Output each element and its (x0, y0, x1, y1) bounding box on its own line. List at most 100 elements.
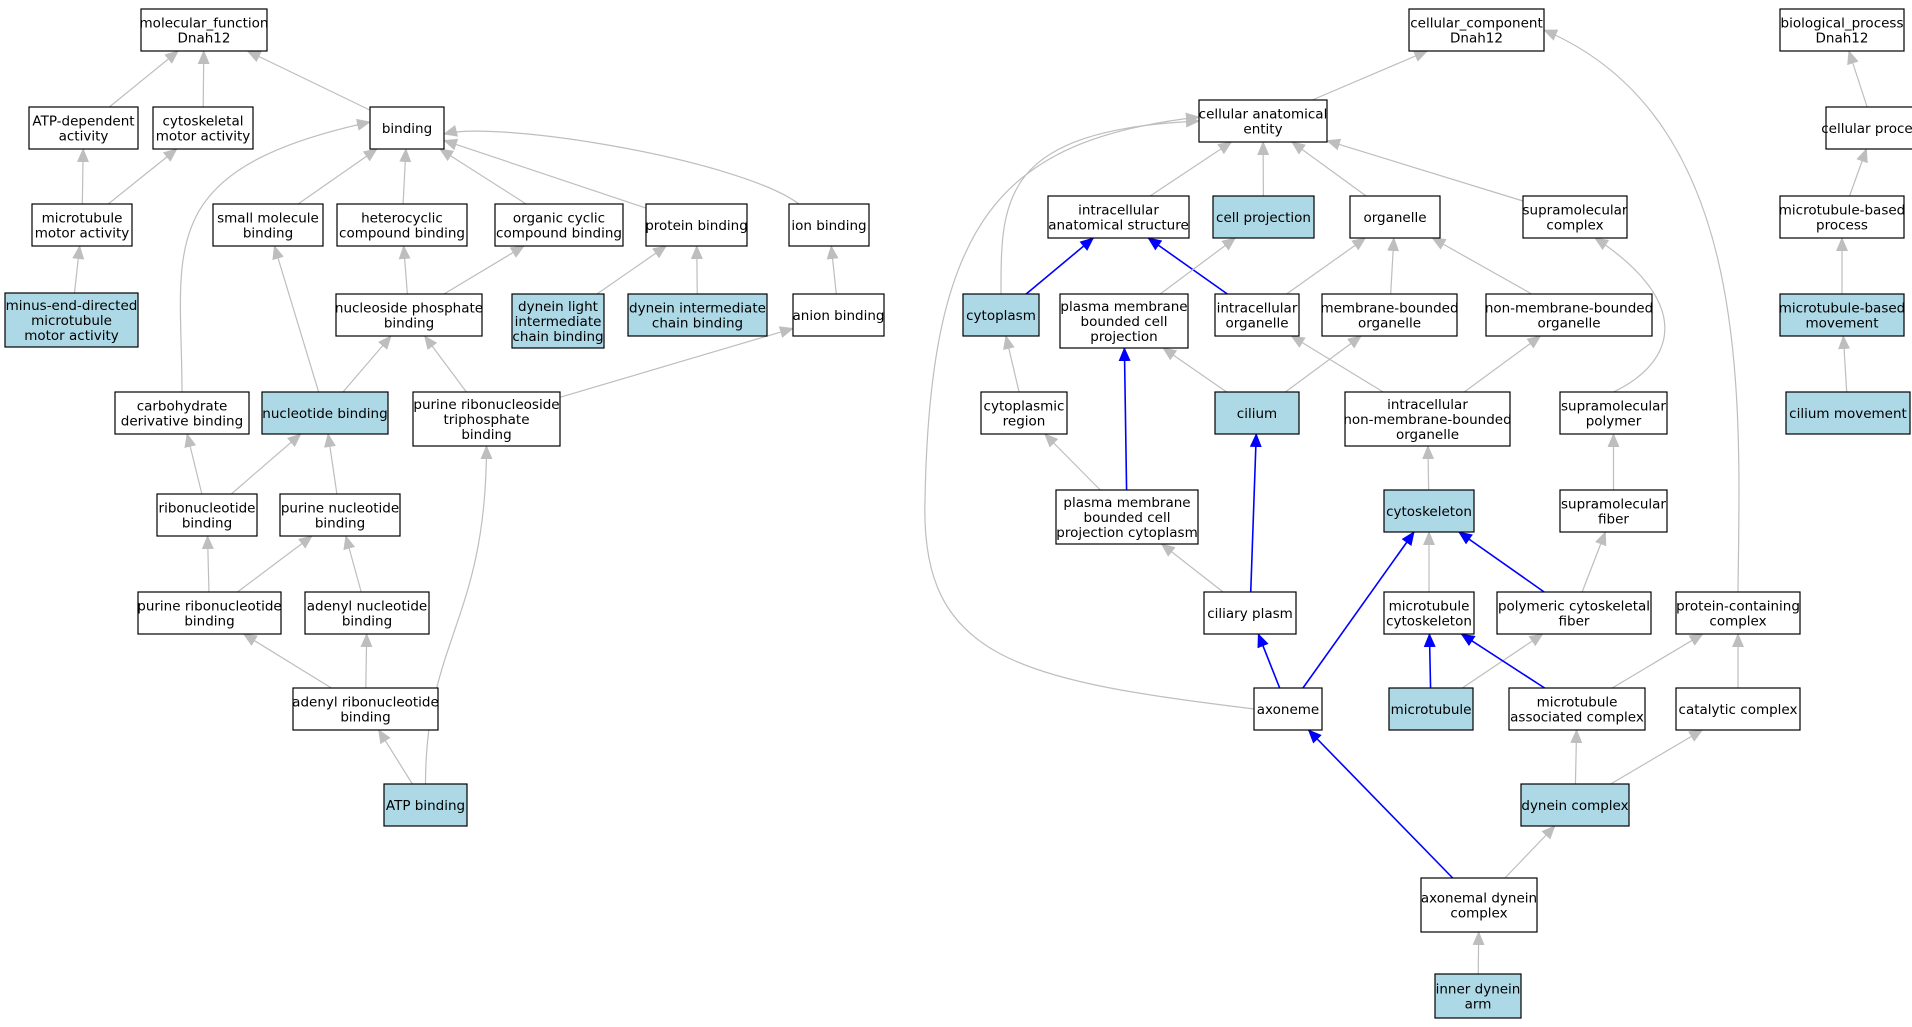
node-label: movement (1805, 316, 1878, 332)
node-label: biological_process (1781, 16, 1904, 32)
edge-adenyl_ribonuc-to-adenyl_nuc (360, 633, 373, 689)
node-label: dynein light (518, 299, 598, 315)
node-box (152, 106, 254, 150)
edge-purine_ribonucleoside-to-nuc_phos (424, 335, 467, 393)
node-label: intermediate (515, 314, 602, 330)
edge-adenyl_nuc-to-purine_nuc (343, 535, 362, 593)
edge-axonemal_dynein-to-axoneme (1307, 729, 1454, 879)
node-box (1675, 687, 1801, 731)
edge-cytoplasm-to-ias (1025, 237, 1095, 295)
node-label: motor activity (156, 129, 251, 145)
node-box (1520, 783, 1630, 827)
node-box (1388, 687, 1474, 731)
edge-cilium-to-mem_org (1285, 335, 1362, 393)
node-box (1344, 391, 1511, 447)
edge-prot_bind-to-binding (443, 138, 647, 209)
node-label: microtubule (1537, 695, 1618, 711)
edge-cilium-to-pmbcp (1162, 347, 1227, 393)
edge-dynein_light-to-prot_bind (596, 245, 668, 295)
node-prot_bind: protein binding (645, 203, 748, 247)
node-label: protein-containing (1676, 599, 1800, 615)
node-label: binding (461, 427, 511, 443)
node-box (627, 293, 768, 337)
node-cytoskeleton: cytoskeleton (1383, 489, 1475, 533)
node-label: intracellular (1078, 203, 1159, 219)
node-box (1047, 195, 1190, 239)
node-label: Dnah12 (1450, 31, 1503, 47)
node-binding: binding (369, 106, 445, 150)
node-label: small molecule (217, 211, 319, 227)
node-label: ATP binding (386, 798, 465, 814)
node-cilium_move: cilium movement (1785, 391, 1911, 435)
edge-cae-to-cc (1312, 50, 1429, 101)
node-label: ciliary plasm (1207, 606, 1293, 622)
node-label: binding (182, 516, 232, 532)
node-label: supramolecular (1522, 203, 1627, 219)
node-box (1785, 391, 1911, 435)
node-box (292, 687, 439, 731)
node-box (1253, 687, 1323, 731)
node-label: entity (1243, 122, 1282, 138)
edge-hetero-to-binding (399, 148, 412, 205)
edge-purine_ribonucleoside-to-anion (559, 326, 794, 398)
node-label: dynein complex (1521, 798, 1628, 814)
node-label: cytoplasmic (984, 399, 1065, 415)
node-label: polymeric cytoskeletal (1498, 599, 1650, 615)
node-label: binding (315, 516, 365, 532)
node-label: purine nucleotide (281, 501, 399, 517)
edge-axoneme-to-ciliary_plasm (1257, 633, 1281, 689)
edge-ic_org-to-organelle (1286, 237, 1367, 295)
node-label: binding (384, 316, 434, 332)
node-label: organelle (1396, 427, 1459, 443)
node-ciliary_plasm: ciliary plasm (1203, 591, 1297, 635)
node-label: heterocyclic (361, 211, 443, 227)
node-cilium: cilium (1214, 391, 1300, 435)
node-label: bounded cell (1081, 314, 1168, 330)
edge-mt_motor-to-atp_dep (76, 148, 89, 205)
node-label: minus-end-directed (6, 298, 138, 314)
node-label: binding (382, 121, 432, 137)
node-label: protein binding (645, 218, 748, 234)
edge-anion-to-ion_bind (826, 245, 839, 295)
node-box (1559, 489, 1668, 533)
node-label: cytoskeleton (1386, 504, 1472, 520)
edge-cyto_region-to-cytoplasm (1003, 335, 1020, 393)
node-box (1675, 591, 1801, 635)
node-box (1321, 293, 1458, 337)
node-box (1434, 973, 1522, 1019)
node-label: microtubule (1389, 599, 1470, 615)
node-label: microtubule (42, 211, 123, 227)
edge-mt_assoc-to-mt_cytoskel (1460, 633, 1546, 689)
node-box (1383, 489, 1475, 533)
node-label: nucleoside phosphate (335, 301, 483, 317)
node-label: cytoskeleton (1386, 614, 1472, 630)
node-label: purine ribonucleotide (137, 599, 281, 615)
node-box (1198, 99, 1328, 143)
node-box (156, 493, 258, 537)
edge-pmbcp_cyto-to-cyto_region (1044, 433, 1101, 491)
node-label: inner dynein (1436, 982, 1521, 998)
node-label: binding (340, 710, 390, 726)
node-box (335, 293, 483, 337)
node-box (137, 591, 282, 635)
node-box (1203, 591, 1297, 635)
node-label: membrane-bounded (1320, 301, 1458, 317)
node-label: supramolecular (1561, 497, 1666, 513)
node-microtubule: microtubule (1388, 687, 1474, 731)
edge-binding-to-mf (246, 50, 371, 111)
edge-poly_fiber-to-cytoskeleton (1458, 531, 1545, 593)
node-label: cilium (1237, 406, 1277, 422)
